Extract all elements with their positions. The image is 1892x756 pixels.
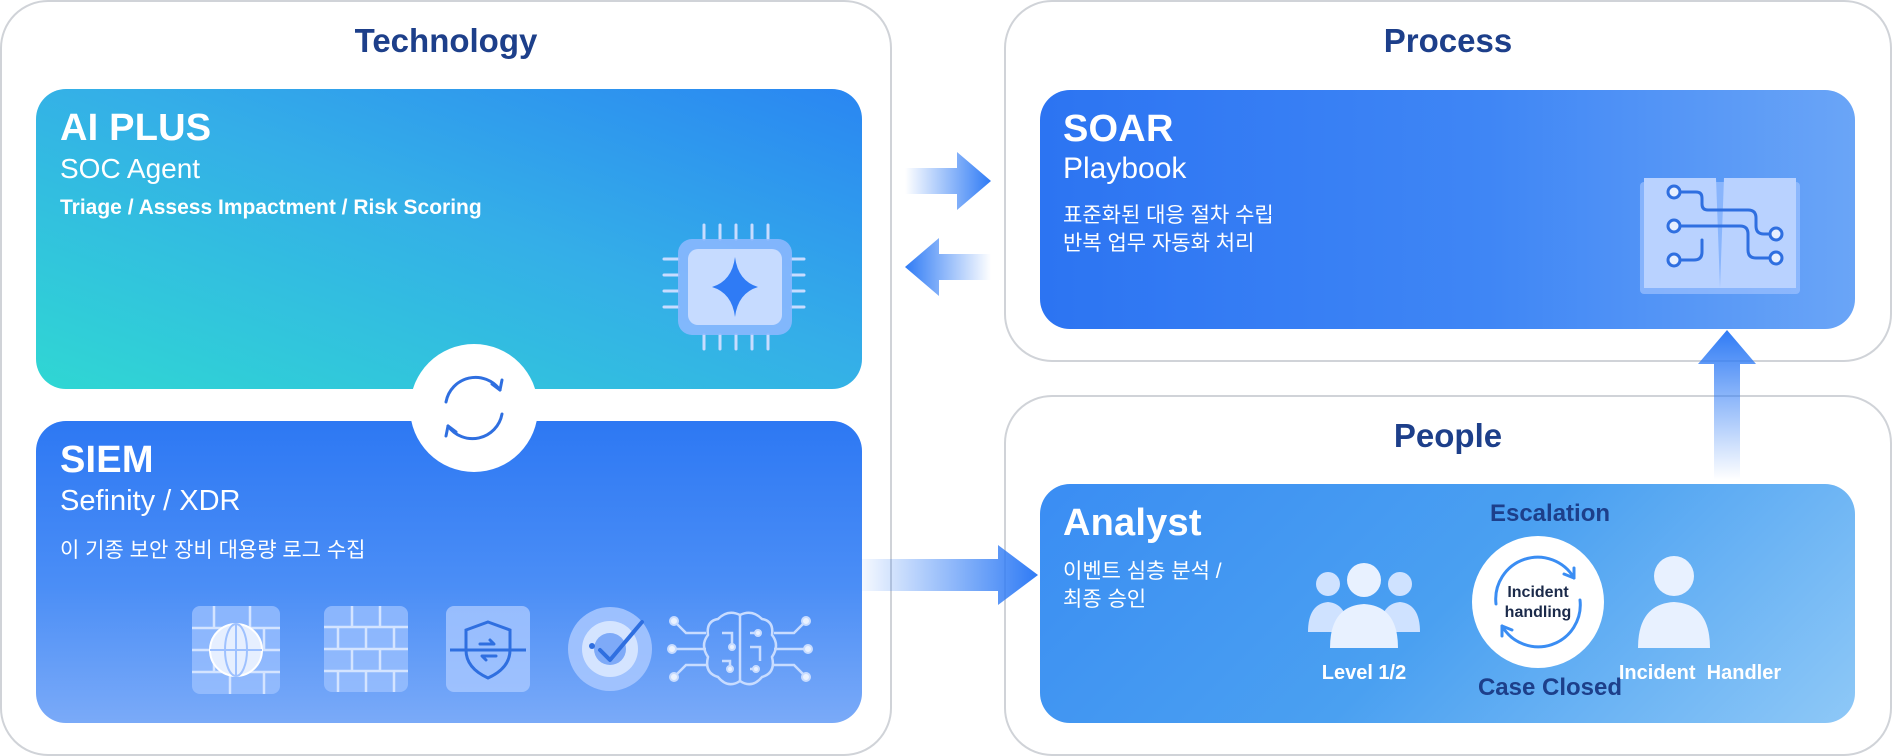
ai-plus-subtitle: SOC Agent xyxy=(60,153,201,184)
shield-icon xyxy=(446,606,530,692)
soar-description-line-2: 반복 업무 자동화 처리 xyxy=(1063,232,1255,255)
soar-title: SOAR xyxy=(1063,108,1174,150)
ai-chip-icon xyxy=(662,223,806,351)
incident-handler-label: Incident Handler xyxy=(1618,662,1782,684)
people-title: People xyxy=(1393,417,1503,454)
playbook-book-icon xyxy=(1640,178,1800,294)
analyst-description-line-1: 이벤트 심층 분석 / xyxy=(1063,560,1222,583)
technology-title: Technology xyxy=(354,22,538,59)
process-title: Process xyxy=(1383,22,1513,59)
escalation-label: Escalation xyxy=(1489,500,1611,527)
level-label: Level 1/2 xyxy=(1321,662,1407,684)
brain-circuit-icon xyxy=(667,611,813,686)
radar-icon xyxy=(568,607,652,691)
siem-card: SIEM Sefinity / XDR 이 기종 보안 장비 대용량 로그 수집 xyxy=(36,421,862,723)
globe-firewall-icon xyxy=(192,606,280,694)
soar-card: SOAR Playbook 표준화된 대응 절차 수립 반복 업무 자동화 처리 xyxy=(1040,90,1855,329)
siem-description: 이 기종 보안 장비 대용량 로그 수집 xyxy=(60,539,366,562)
arrow-up-to-process-icon xyxy=(1698,330,1756,480)
analyst-description-line-2: 최종 승인 xyxy=(1063,588,1147,611)
incident-handling-line-2: handling xyxy=(1504,604,1572,621)
soar-description-line-1: 표준화된 대응 절차 수립 xyxy=(1063,204,1274,227)
person-icon xyxy=(1638,556,1710,648)
arrow-right-to-people-icon xyxy=(862,545,1038,605)
incident-handling-line-1: Incident xyxy=(1507,584,1569,601)
siem-subtitle: Sefinity / XDR xyxy=(60,485,241,517)
arrow-right-to-process-icon xyxy=(905,152,991,210)
ai-plus-description: Triage / Assess Impactment / Risk Scorin… xyxy=(60,196,482,219)
sync-icon xyxy=(410,344,538,472)
analyst-card: Analyst 이벤트 심층 분석 / 최종 승인 Level 1/2 Esca… xyxy=(1040,484,1855,723)
incident-cycle-icon xyxy=(1472,536,1604,668)
case-closed-label: Case Closed xyxy=(1477,674,1623,701)
soar-subtitle: Playbook xyxy=(1063,152,1187,185)
group-icon xyxy=(1308,563,1420,648)
siem-title: SIEM xyxy=(60,439,154,481)
arrow-left-to-technology-icon xyxy=(905,238,991,296)
ai-plus-title: AI PLUS xyxy=(60,107,212,149)
brick-wall-icon xyxy=(324,606,408,692)
analyst-title: Analyst xyxy=(1063,502,1202,544)
ai-plus-card: AI PLUS SOC Agent Triage / Assess Impact… xyxy=(36,89,862,389)
